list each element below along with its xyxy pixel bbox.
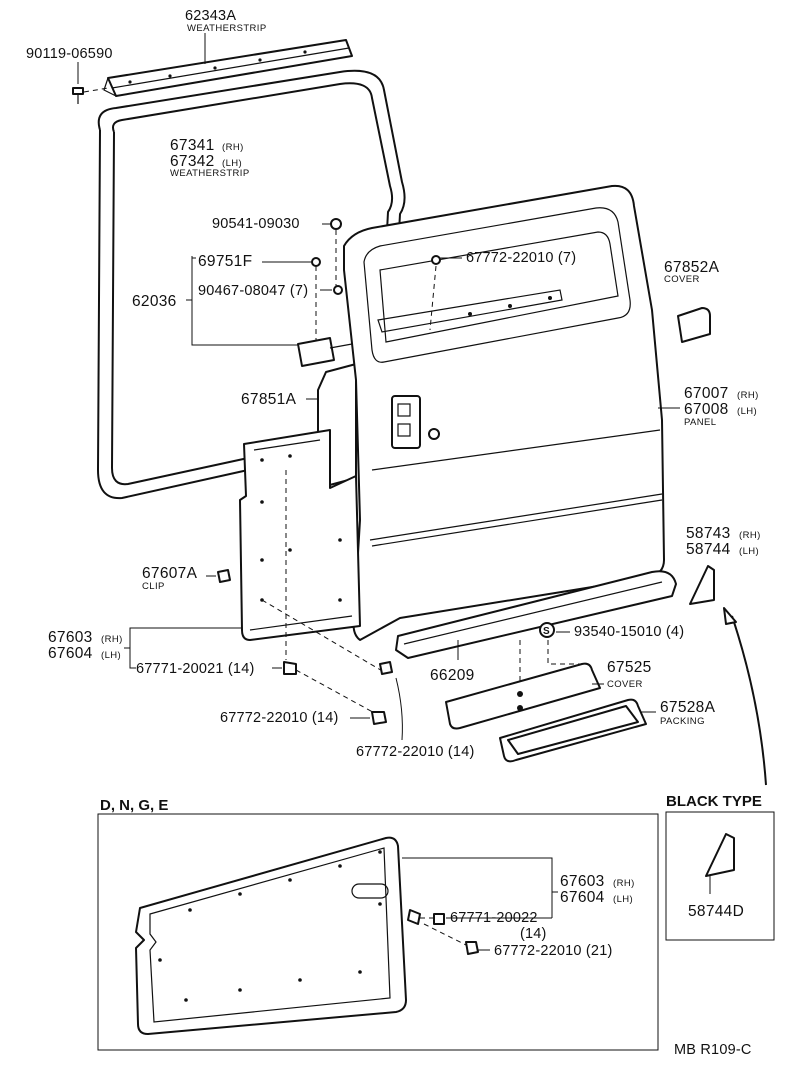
label-90467-08047: 90467-08047 (7) — [198, 283, 308, 299]
label-67604-upper-lh: (LH) — [101, 650, 121, 661]
label-67007: 67007 — [684, 385, 729, 402]
clip-67772-22010-c — [465, 941, 479, 955]
label-67008-lh: (LH) — [737, 406, 757, 417]
clip-67772-22010-b — [379, 661, 393, 675]
label-black-type: BLACK TYPE — [666, 793, 762, 810]
label-cover-a: COVER — [664, 274, 700, 285]
label-67341: 67341 — [170, 137, 215, 154]
label-62343a: 62343A — [185, 8, 236, 24]
label-cover-b: COVER — [607, 679, 643, 690]
door-panel-67007 — [343, 184, 665, 641]
label-66209: 66209 — [430, 667, 475, 684]
label-weatherstrip-top: WEATHERSTRIP — [187, 23, 267, 34]
label-67771-20021: 67771-20021 (14) — [136, 661, 255, 677]
cover-67852a — [677, 307, 711, 343]
clip-67607a — [217, 569, 231, 583]
label-67525: 67525 — [607, 659, 652, 676]
clip-67771-20022-b — [433, 913, 445, 925]
s-mark: S — [543, 626, 550, 637]
trim-board-67603 — [239, 429, 361, 641]
hinge-bracket-62036 — [297, 337, 353, 367]
weatherstrip-frame-67341 — [97, 69, 406, 500]
label-67772-22010-14b: 67772-22010 (14) — [356, 744, 475, 760]
dnge-box — [97, 813, 659, 1051]
clip-67772-22010-a — [371, 711, 387, 725]
label-67604-lower: 67604 — [560, 889, 605, 906]
label-67771-20022: 67771-20022 — [450, 910, 538, 926]
label-67007-rh: (RH) — [737, 390, 759, 401]
label-67528a: 67528A — [660, 699, 716, 716]
label-panel: PANEL — [684, 417, 716, 428]
label-packing: PACKING — [660, 716, 705, 727]
clip-67771-20021 — [283, 661, 297, 675]
label-67772-22010-21: 67772-22010 (21) — [494, 943, 613, 959]
label-67342-lh: (LH) — [222, 158, 242, 169]
corner-garnish-58744d — [705, 833, 735, 877]
label-67008: 67008 — [684, 401, 729, 418]
clip-67771-20022 — [407, 909, 421, 925]
label-90119-06590: 90119-06590 — [26, 46, 113, 62]
label-qty-14: (14) — [520, 926, 547, 942]
label-90541-09030: 90541-09030 — [212, 216, 300, 232]
label-58744-lh: (LH) — [739, 546, 759, 557]
label-dnge: D, N, G, E — [100, 797, 168, 814]
label-67342: 67342 — [170, 153, 215, 170]
black-type-box — [665, 811, 775, 941]
label-58743: 58743 — [686, 525, 731, 542]
label-67607a: 67607A — [142, 565, 198, 582]
label-67604-lower-lh: (LH) — [613, 894, 633, 905]
label-58744: 58744 — [686, 541, 731, 558]
corner-garnish-58744 — [689, 565, 715, 605]
label-clip: CLIP — [142, 581, 165, 592]
label-93540-15010: 93540-15010 (4) — [574, 624, 684, 640]
label-67851a: 67851A — [241, 391, 297, 408]
label-67603-lower: 67603 — [560, 873, 605, 890]
label-67604-upper: 67604 — [48, 645, 93, 662]
label-67772-22010-14a: 67772-22010 (14) — [220, 710, 339, 726]
label-67852a: 67852A — [664, 259, 720, 276]
label-67603-lower-rh: (RH) — [613, 878, 635, 889]
weatherstrip-rail-62343a — [103, 39, 353, 97]
label-58744d: 58744D — [688, 903, 744, 920]
label-67772-22010-7: 67772-22010 (7) — [466, 250, 576, 266]
step-cover-67525 — [445, 662, 601, 730]
label-58743-rh: (RH) — [739, 530, 761, 541]
label-67603-upper-rh: (RH) — [101, 634, 123, 645]
label-weatherstrip-mid: WEATHERSTRIP — [170, 168, 250, 179]
label-67341-rh: (RH) — [222, 142, 244, 153]
label-69751f: 69751F — [198, 253, 252, 270]
label-62036: 62036 — [132, 293, 177, 310]
label-67603-upper: 67603 — [48, 629, 93, 646]
packing-67528a — [499, 698, 647, 763]
diagram-code: MB R109-C — [674, 1042, 752, 1058]
bolt-90119 — [72, 87, 84, 104]
trim-board-dnge — [135, 836, 407, 1035]
